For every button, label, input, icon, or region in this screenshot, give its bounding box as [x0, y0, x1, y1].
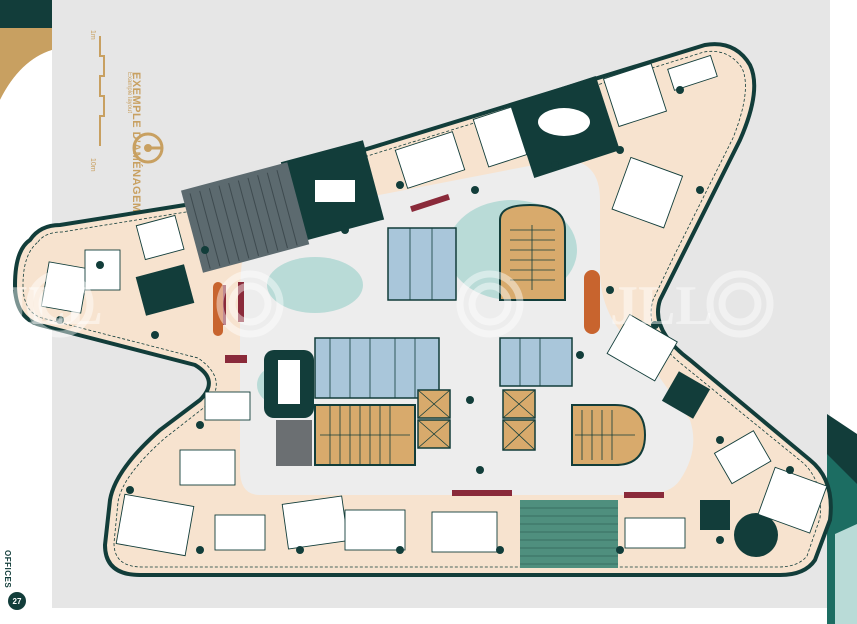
meeting-room — [135, 264, 195, 316]
page-number: 27 — [8, 592, 26, 610]
planter — [213, 282, 223, 336]
meeting-room — [700, 500, 730, 530]
meeting-table — [315, 180, 355, 202]
lounge-zone — [267, 257, 363, 313]
meeting-table — [538, 108, 590, 136]
wc-block — [314, 337, 440, 399]
terrace — [520, 500, 618, 568]
wc-block — [499, 337, 573, 387]
section-label: OFFICES — [3, 550, 12, 589]
meeting-table — [278, 360, 300, 404]
desk-clusters — [40, 54, 828, 557]
planter — [584, 270, 600, 334]
stair-core — [499, 203, 566, 301]
north-compass-icon — [132, 132, 164, 164]
wc-block — [387, 227, 457, 301]
brand-corner-bottom — [827, 414, 857, 624]
service-room — [276, 420, 312, 466]
meeting-room-round — [734, 513, 778, 557]
brand-corner-top — [0, 0, 52, 120]
terrace — [181, 162, 310, 273]
scale-bar — [99, 36, 105, 146]
scale-and-compass — [99, 36, 164, 164]
columns — [56, 86, 794, 554]
meeting-room — [661, 371, 711, 419]
